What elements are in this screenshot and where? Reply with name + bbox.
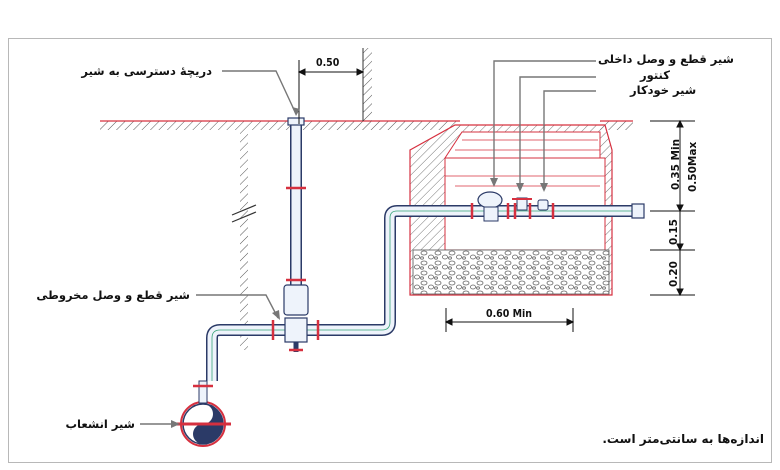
label-internal-valve: شیر قطع و وصل داخلی (598, 52, 734, 66)
trench-wall (231, 130, 257, 350)
pipe-network (206, 117, 645, 381)
dim-width-min: 0.60 Min (486, 308, 532, 320)
leader-lines (140, 60, 596, 425)
label-meter: کنتور (640, 68, 670, 82)
ground-line (100, 120, 633, 130)
leader-arrows (171, 107, 548, 428)
label-auto-valve: شیر خودکار (630, 83, 697, 97)
dim-pipe-clearance: 0.15 (668, 219, 680, 245)
dim-depth-min: 0.35 Min (670, 138, 682, 190)
diagram-frame (8, 38, 772, 463)
label-access-hatch: دریچهٔ دسترسی به شیر (81, 64, 212, 78)
dim-top-offset: 0.50 (316, 57, 340, 69)
label-branch-valve: شیر انشعاب (65, 417, 136, 431)
wall (362, 48, 372, 121)
main-pipe (175, 380, 231, 447)
dimension-lines (297, 60, 695, 332)
meter-fittings (470, 191, 555, 222)
dim-gravel-bed: 0.20 (668, 261, 680, 287)
dim-depth-max: 0.50Max (687, 141, 699, 192)
units-note: اندازه‌ها به سانتی‌متر است. (602, 432, 764, 446)
label-conical-valve: شیر قطع و وصل مخروطی (36, 288, 190, 302)
